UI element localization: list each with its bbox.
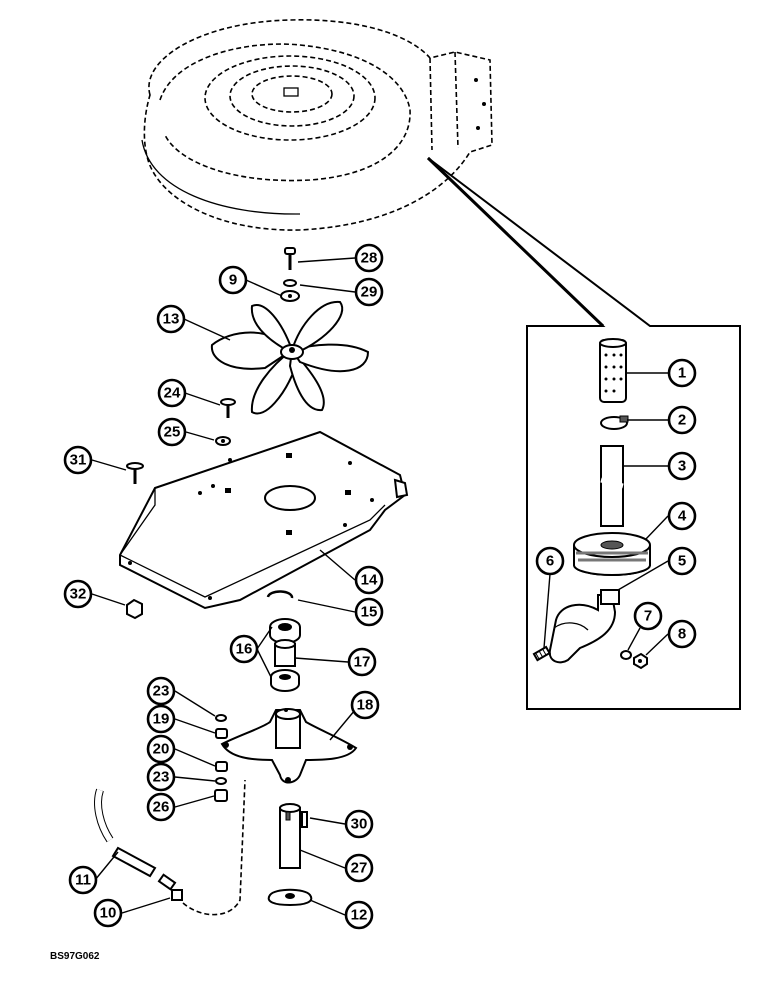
callout-25: 25 bbox=[157, 417, 187, 447]
inset-parts bbox=[532, 338, 651, 670]
callout-29: 29 bbox=[354, 277, 384, 307]
callout-13: 13 bbox=[156, 304, 186, 334]
callout-26: 26 bbox=[146, 792, 176, 822]
callout-20: 20 bbox=[146, 734, 176, 764]
svg-text:6: 6 bbox=[546, 553, 554, 570]
callout-5: 5 bbox=[667, 546, 697, 576]
callout-28: 28 bbox=[354, 243, 384, 273]
callout-4: 4 bbox=[667, 501, 697, 531]
fan-housing bbox=[141, 19, 493, 231]
callout-15: 15 bbox=[354, 597, 384, 627]
callout-14: 14 bbox=[354, 565, 384, 595]
callout-19: 19 bbox=[146, 704, 176, 734]
svg-text:30: 30 bbox=[351, 816, 368, 833]
callout-8: 8 bbox=[667, 619, 697, 649]
svg-text:23: 23 bbox=[153, 683, 170, 700]
callout-11: 11 bbox=[68, 865, 98, 895]
callout-32: 32 bbox=[63, 579, 93, 609]
svg-text:28: 28 bbox=[361, 250, 378, 267]
svg-text:1: 1 bbox=[678, 365, 686, 382]
svg-text:4: 4 bbox=[678, 508, 687, 525]
svg-text:16: 16 bbox=[236, 641, 253, 658]
callout-16: 16 bbox=[229, 634, 259, 664]
svg-text:8: 8 bbox=[678, 626, 686, 643]
callout-23-upper: 23 bbox=[146, 676, 176, 706]
callout-2: 2 bbox=[667, 405, 697, 435]
callout-10: 10 bbox=[93, 898, 123, 928]
svg-text:12: 12 bbox=[351, 907, 368, 924]
svg-text:18: 18 bbox=[357, 697, 374, 714]
svg-text:23: 23 bbox=[153, 769, 170, 786]
callout-27: 27 bbox=[344, 853, 374, 883]
callout-30: 30 bbox=[344, 809, 374, 839]
callout-23-lower: 23 bbox=[146, 762, 176, 792]
svg-text:3: 3 bbox=[678, 458, 686, 475]
callout-7: 7 bbox=[633, 601, 663, 631]
inset-detail-box bbox=[426, 156, 741, 710]
svg-text:19: 19 bbox=[153, 711, 170, 728]
drawing-code: BS97G062 bbox=[50, 951, 100, 962]
callout-18: 18 bbox=[350, 690, 380, 720]
svg-text:31: 31 bbox=[70, 452, 87, 469]
svg-text:7: 7 bbox=[644, 608, 652, 625]
svg-text:10: 10 bbox=[100, 905, 117, 922]
callout-9: 9 bbox=[218, 265, 248, 295]
svg-text:27: 27 bbox=[351, 860, 368, 877]
svg-text:15: 15 bbox=[361, 604, 378, 621]
callout-12: 12 bbox=[344, 900, 374, 930]
svg-text:13: 13 bbox=[163, 311, 180, 328]
svg-text:5: 5 bbox=[678, 553, 686, 570]
callout-24: 24 bbox=[157, 378, 187, 408]
svg-text:17: 17 bbox=[354, 654, 371, 671]
svg-text:24: 24 bbox=[164, 385, 181, 402]
svg-text:26: 26 bbox=[153, 799, 170, 816]
svg-text:32: 32 bbox=[70, 586, 87, 603]
svg-text:29: 29 bbox=[361, 284, 378, 301]
leader-lines bbox=[91, 257, 669, 916]
svg-text:25: 25 bbox=[164, 424, 181, 441]
main-parts bbox=[94, 247, 409, 916]
svg-text:9: 9 bbox=[229, 272, 237, 289]
svg-text:14: 14 bbox=[361, 572, 378, 589]
svg-text:20: 20 bbox=[153, 741, 170, 758]
callout-1: 1 bbox=[667, 358, 697, 388]
callout-3: 3 bbox=[667, 451, 697, 481]
callout-6: 6 bbox=[535, 546, 565, 576]
svg-text:2: 2 bbox=[678, 412, 686, 429]
svg-text:11: 11 bbox=[75, 872, 91, 889]
callout-31: 31 bbox=[63, 445, 93, 475]
callout-17: 17 bbox=[347, 647, 377, 677]
